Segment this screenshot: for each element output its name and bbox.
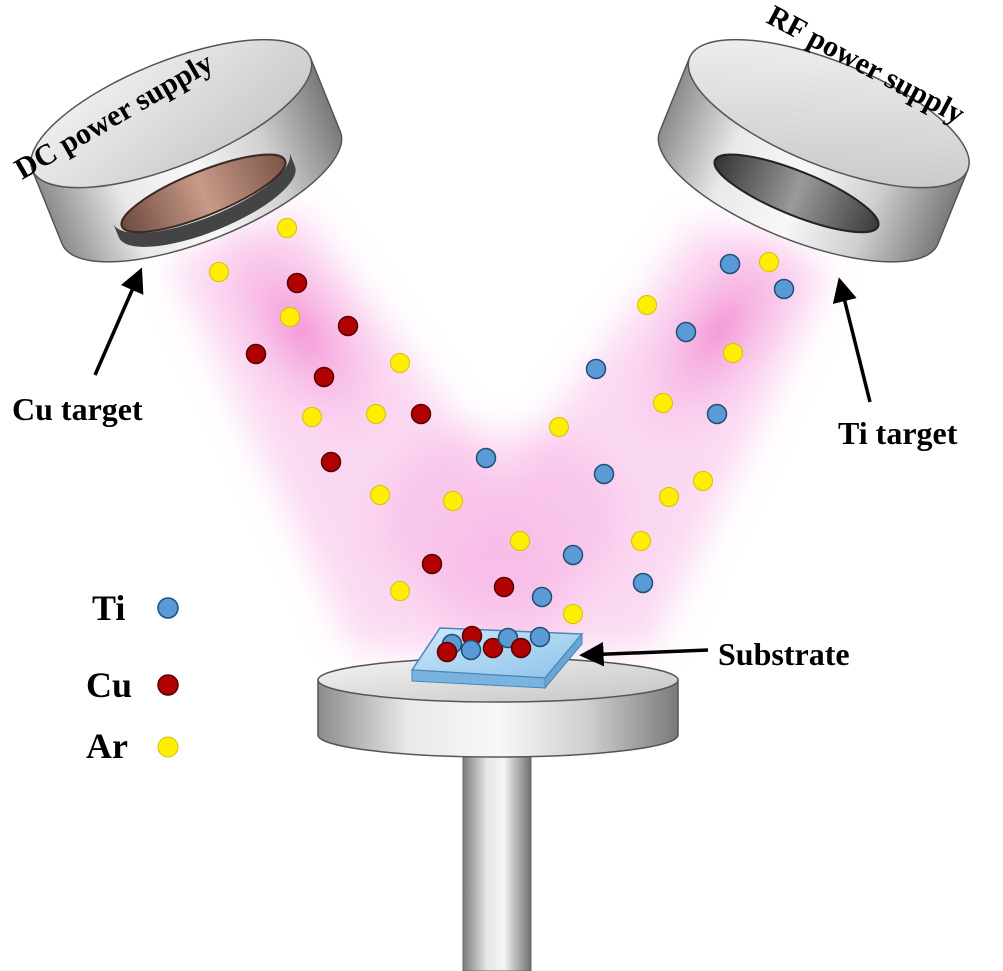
cu-target-label: Cu target xyxy=(12,391,143,427)
legend-item-ti: Ti xyxy=(92,588,179,628)
ar-particle xyxy=(280,307,300,327)
ti-particle xyxy=(719,253,741,275)
ar-particle xyxy=(637,295,657,315)
ar-particle xyxy=(631,531,651,551)
ar-particle xyxy=(659,487,679,507)
cu-target-disc xyxy=(120,153,287,234)
ar-particle xyxy=(563,604,583,624)
ti-particle xyxy=(675,321,697,343)
legend-ar-label: Ar xyxy=(86,726,128,766)
ti-particle xyxy=(585,358,607,380)
cu-particle xyxy=(337,315,359,337)
legend-cu-label: Cu xyxy=(86,665,132,705)
dc-cathode xyxy=(30,38,343,263)
cu-particle xyxy=(421,553,443,575)
ar-particle xyxy=(370,485,390,505)
ar-particle xyxy=(549,417,569,437)
holder-rod xyxy=(462,749,532,971)
ti-particle xyxy=(632,572,654,594)
legend-ti-dot xyxy=(157,597,179,619)
cu-particle xyxy=(286,272,308,294)
ar-particle xyxy=(693,471,713,491)
cu-particle xyxy=(320,451,342,473)
ar-particle xyxy=(302,407,322,427)
cu-particle xyxy=(482,637,504,659)
ti-particle xyxy=(706,403,728,425)
legend: Ti Cu Ar xyxy=(86,588,179,766)
arrows xyxy=(93,267,872,667)
ti-target-arrow xyxy=(832,277,872,403)
ti-particle xyxy=(529,626,551,648)
ti-particle xyxy=(475,447,497,469)
cu-particle xyxy=(313,366,335,388)
ar-particle xyxy=(209,262,229,282)
cu-particle xyxy=(510,637,532,659)
legend-item-ar: Ar xyxy=(86,726,179,766)
ar-particle xyxy=(653,393,673,413)
ar-particle xyxy=(510,531,530,551)
cu-target-arrow xyxy=(93,267,144,376)
ar-particle xyxy=(390,581,410,601)
ti-particle xyxy=(773,278,795,300)
cu-particle xyxy=(493,576,515,598)
cu-particle xyxy=(410,403,432,425)
legend-cu-dot xyxy=(157,674,179,696)
legend-ar-dot xyxy=(157,736,179,758)
substrate-arrow xyxy=(579,641,709,667)
ti-target-disc xyxy=(713,153,880,234)
ti-particle xyxy=(460,639,482,661)
ti-target-label: Ti target xyxy=(838,415,958,451)
ti-particle xyxy=(531,586,553,608)
rf-cathode xyxy=(657,38,970,263)
ar-particle xyxy=(390,353,410,373)
ti-particle xyxy=(562,544,584,566)
ar-particle xyxy=(759,252,779,272)
legend-ti-label: Ti xyxy=(92,588,125,628)
substrate-label: Substrate xyxy=(718,636,850,672)
ar-particle xyxy=(723,343,743,363)
cu-particle xyxy=(436,641,458,663)
cu-particle xyxy=(245,343,267,365)
particles xyxy=(209,218,795,663)
ti-particle xyxy=(593,463,615,485)
ar-particle xyxy=(277,218,297,238)
ar-particle xyxy=(443,491,463,511)
ar-particle xyxy=(366,404,386,424)
legend-item-cu: Cu xyxy=(86,665,179,705)
